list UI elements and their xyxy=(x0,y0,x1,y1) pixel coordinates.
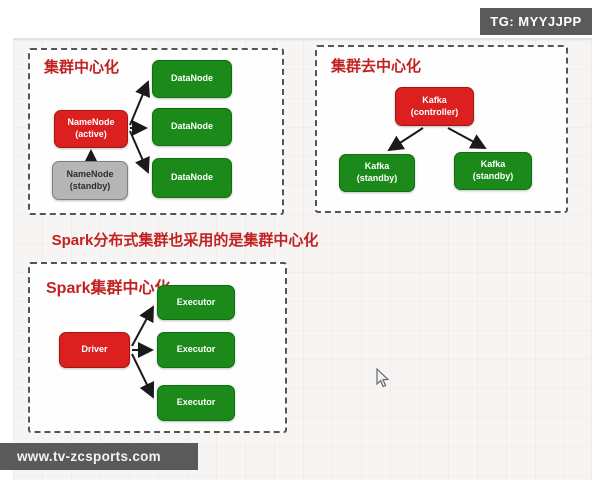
node-datanode-1[interactable]: DataNode xyxy=(152,60,232,98)
site-watermark: www.tv-zcsports.com xyxy=(0,443,198,470)
node-kafka-standby-1[interactable]: Kafka (standby) xyxy=(339,154,415,192)
node-sublabel: (standby) xyxy=(69,180,111,191)
node-label: Kafka xyxy=(422,94,447,105)
node-sublabel: (standby) xyxy=(356,173,398,183)
arrow-driver-to-executor-1 xyxy=(131,305,154,347)
arrow-driver-to-executor-3 xyxy=(131,353,155,399)
node-sublabel: (standby) xyxy=(472,171,514,181)
panel-cluster-decentralized[interactable]: 集群去中心化 Kafka (controller) Kafka (standby… xyxy=(315,45,568,213)
panel-spark-centralized-title: Spark集群中心化 xyxy=(46,280,171,297)
spark-caption: Spark分布式集群也采用的是集群中心化 xyxy=(51,232,319,249)
tg-badge: TG: MYYJJPP xyxy=(480,8,592,35)
node-label: Kafka xyxy=(480,159,506,170)
node-label: Executor xyxy=(176,296,216,307)
panel-cluster-centralized-title: 集群中心化 xyxy=(44,59,120,76)
node-label: NameNode xyxy=(67,117,115,128)
arrow-controller-to-standby-2 xyxy=(447,127,487,149)
arrow-active-to-datanode-3 xyxy=(129,130,150,174)
panel-cluster-centralized[interactable]: 集群中心化 NameNode (active) NameNode (standb… xyxy=(28,48,284,215)
node-kafka-controller[interactable]: Kafka (controller) xyxy=(395,87,474,126)
node-driver[interactable]: Driver xyxy=(59,332,130,368)
site-watermark-text: www.tv-zcsports.com xyxy=(17,449,161,464)
arrow-active-to-datanode-1 xyxy=(129,80,150,126)
arrow-controller-to-standby-1 xyxy=(387,127,424,152)
node-label: NameNode xyxy=(66,168,114,179)
node-label: Kafka xyxy=(364,161,390,172)
panel-spark-centralized[interactable]: Spark集群中心化 Driver Executor Executor Exec… xyxy=(28,262,287,433)
node-namenode-standby[interactable]: NameNode (standby) xyxy=(52,161,128,200)
node-datanode-3[interactable]: DataNode xyxy=(152,158,232,198)
node-label: Executor xyxy=(176,397,216,408)
node-namenode-active[interactable]: NameNode (active) xyxy=(54,110,128,148)
node-datanode-2[interactable]: DataNode xyxy=(152,108,232,146)
node-sublabel: (active) xyxy=(75,129,107,139)
panel-cluster-decentralized-title: 集群去中心化 xyxy=(331,58,422,75)
node-executor-1[interactable]: Executor xyxy=(157,285,235,320)
node-executor-2[interactable]: Executor xyxy=(157,332,235,368)
node-executor-3[interactable]: Executor xyxy=(157,385,235,421)
mouse-cursor-icon xyxy=(376,368,390,388)
node-label: DataNode xyxy=(170,121,213,132)
node-label: DataNode xyxy=(170,172,213,183)
node-label: Executor xyxy=(176,344,216,355)
node-sublabel: (controller) xyxy=(410,106,459,117)
node-kafka-standby-2[interactable]: Kafka (standby) xyxy=(454,152,532,190)
node-label: DataNode xyxy=(170,73,213,84)
node-label: Driver xyxy=(81,344,108,355)
tg-badge-text: TG: MYYJJPP xyxy=(490,14,582,29)
